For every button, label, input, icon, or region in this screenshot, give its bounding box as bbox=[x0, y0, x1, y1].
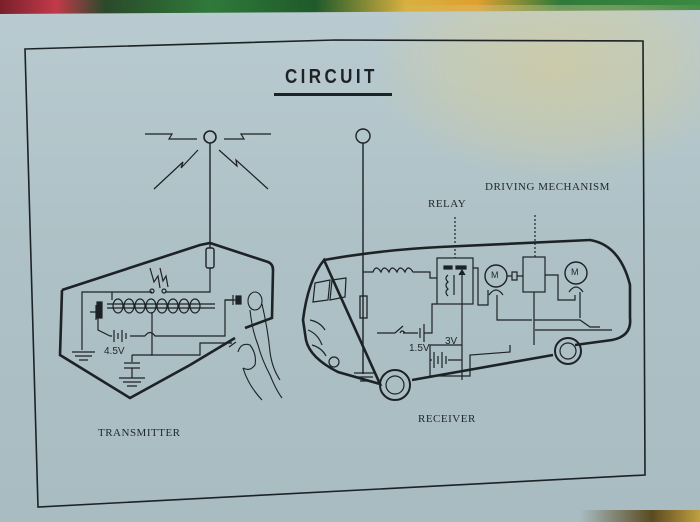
title-underline bbox=[274, 93, 392, 96]
paper-stain bbox=[380, 5, 700, 175]
induction-coil bbox=[112, 298, 201, 314]
motor-2 bbox=[564, 261, 588, 285]
transmitter-caption: TRANSMITTER bbox=[98, 427, 181, 439]
radio-wave-left-top bbox=[145, 133, 197, 140]
antenna-ball bbox=[203, 130, 217, 144]
receiver-battery-1-voltage: 1.5V bbox=[409, 343, 430, 354]
bus-wheel-front bbox=[379, 369, 411, 401]
driving-mechanism-box bbox=[522, 256, 546, 293]
driving-mechanism-label: DRIVING MECHANISM bbox=[485, 181, 610, 193]
radio-wave-right bbox=[218, 149, 269, 190]
motor-2-symbol: M bbox=[571, 267, 579, 277]
bus-body bbox=[301, 238, 632, 387]
relay-box bbox=[436, 257, 474, 305]
page-title: CIRCUIT bbox=[285, 66, 378, 88]
radio-wave-left bbox=[153, 149, 199, 190]
transmitter-battery-voltage: 4.5V bbox=[104, 346, 125, 357]
motor-1-symbol: M bbox=[491, 270, 499, 280]
page-border bbox=[24, 39, 646, 508]
receiver-diagram bbox=[301, 128, 632, 401]
receiver-antenna-ball bbox=[355, 128, 371, 144]
transmitter-diagram bbox=[58, 130, 275, 400]
transmitter-housing bbox=[58, 241, 275, 400]
receiver-battery-2-voltage: 3V bbox=[445, 336, 458, 347]
relay-label: RELAY bbox=[428, 198, 467, 210]
receiver-coil bbox=[363, 267, 437, 279]
hand-drawing bbox=[228, 291, 283, 401]
receiver-caption: RECEIVER bbox=[418, 413, 476, 425]
bus-wheel-rear bbox=[554, 337, 582, 365]
table-edge bbox=[580, 510, 700, 522]
radio-wave-right-top bbox=[224, 133, 271, 140]
